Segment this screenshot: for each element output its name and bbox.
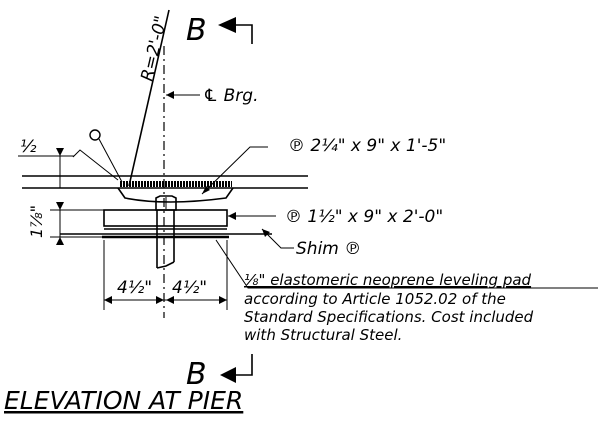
dim-right-half-label: 4½" xyxy=(172,278,207,298)
centerline-arrow-icon xyxy=(166,91,174,99)
pad-note-leader xyxy=(215,239,598,289)
dim-arrow-mid-right-icon xyxy=(166,296,174,304)
drawing-title: ELEVATION AT PIER xyxy=(4,386,243,415)
pad-note-line-1: ⅛" elastomeric neoprene leveling pad xyxy=(244,271,532,289)
top-plate-arrow-icon xyxy=(202,186,210,194)
dim-height-label: 1⅞" xyxy=(27,205,46,238)
section-mark-bottom-letter: B xyxy=(186,357,207,392)
section-arrow-top-line xyxy=(230,24,253,44)
height-arrow-top-icon xyxy=(56,202,64,210)
top-plate-leader xyxy=(201,146,268,195)
section-arrow-bottom-line xyxy=(232,354,253,376)
dim-arrow-mid-left-icon xyxy=(156,296,164,304)
dim-top-gap-label: ½ xyxy=(20,137,37,157)
centerline-bearing-label: ℄ Brg. xyxy=(203,86,259,106)
dim-arrow-left-icon xyxy=(104,296,112,304)
pin-symbol-icon xyxy=(89,129,101,141)
top-plate-label: ℗ 2¼" x 9" x 1'-5" xyxy=(288,136,446,156)
section-arrow-top-icon xyxy=(218,17,236,33)
dim-left-half-label: 4½" xyxy=(117,278,152,298)
dim-arrow-right-icon xyxy=(219,296,227,304)
anchor-bolt-end xyxy=(156,261,175,269)
shim-label: Shim ℗ xyxy=(296,239,361,259)
shim-leader xyxy=(261,228,294,249)
shim-arrow-icon xyxy=(262,229,270,237)
section-arrow-bottom-icon xyxy=(220,367,236,383)
bottom-plate-arrow-icon xyxy=(228,212,236,220)
top-gap-arrow-icon xyxy=(56,148,64,156)
top-bearing-plate xyxy=(117,187,234,203)
radius-label: R=2'-0" xyxy=(137,14,171,83)
radius-line xyxy=(128,9,170,187)
section-mark-top-letter: B xyxy=(186,13,207,48)
pin-leader xyxy=(72,149,119,181)
pad-note-line-4: with Structural Steel. xyxy=(244,326,402,344)
pin-line xyxy=(98,138,123,183)
height-arrow-bottom-icon xyxy=(56,237,64,245)
bottom-bearing-plate xyxy=(103,209,228,227)
pad-note-line-2: according to Article 1052.02 of the xyxy=(244,290,506,308)
pad-note-line-3: Standard Specifications. Cost included xyxy=(244,308,534,326)
bottom-plate-label: ℗ 1½" x 9" x 2'-0" xyxy=(285,207,443,227)
